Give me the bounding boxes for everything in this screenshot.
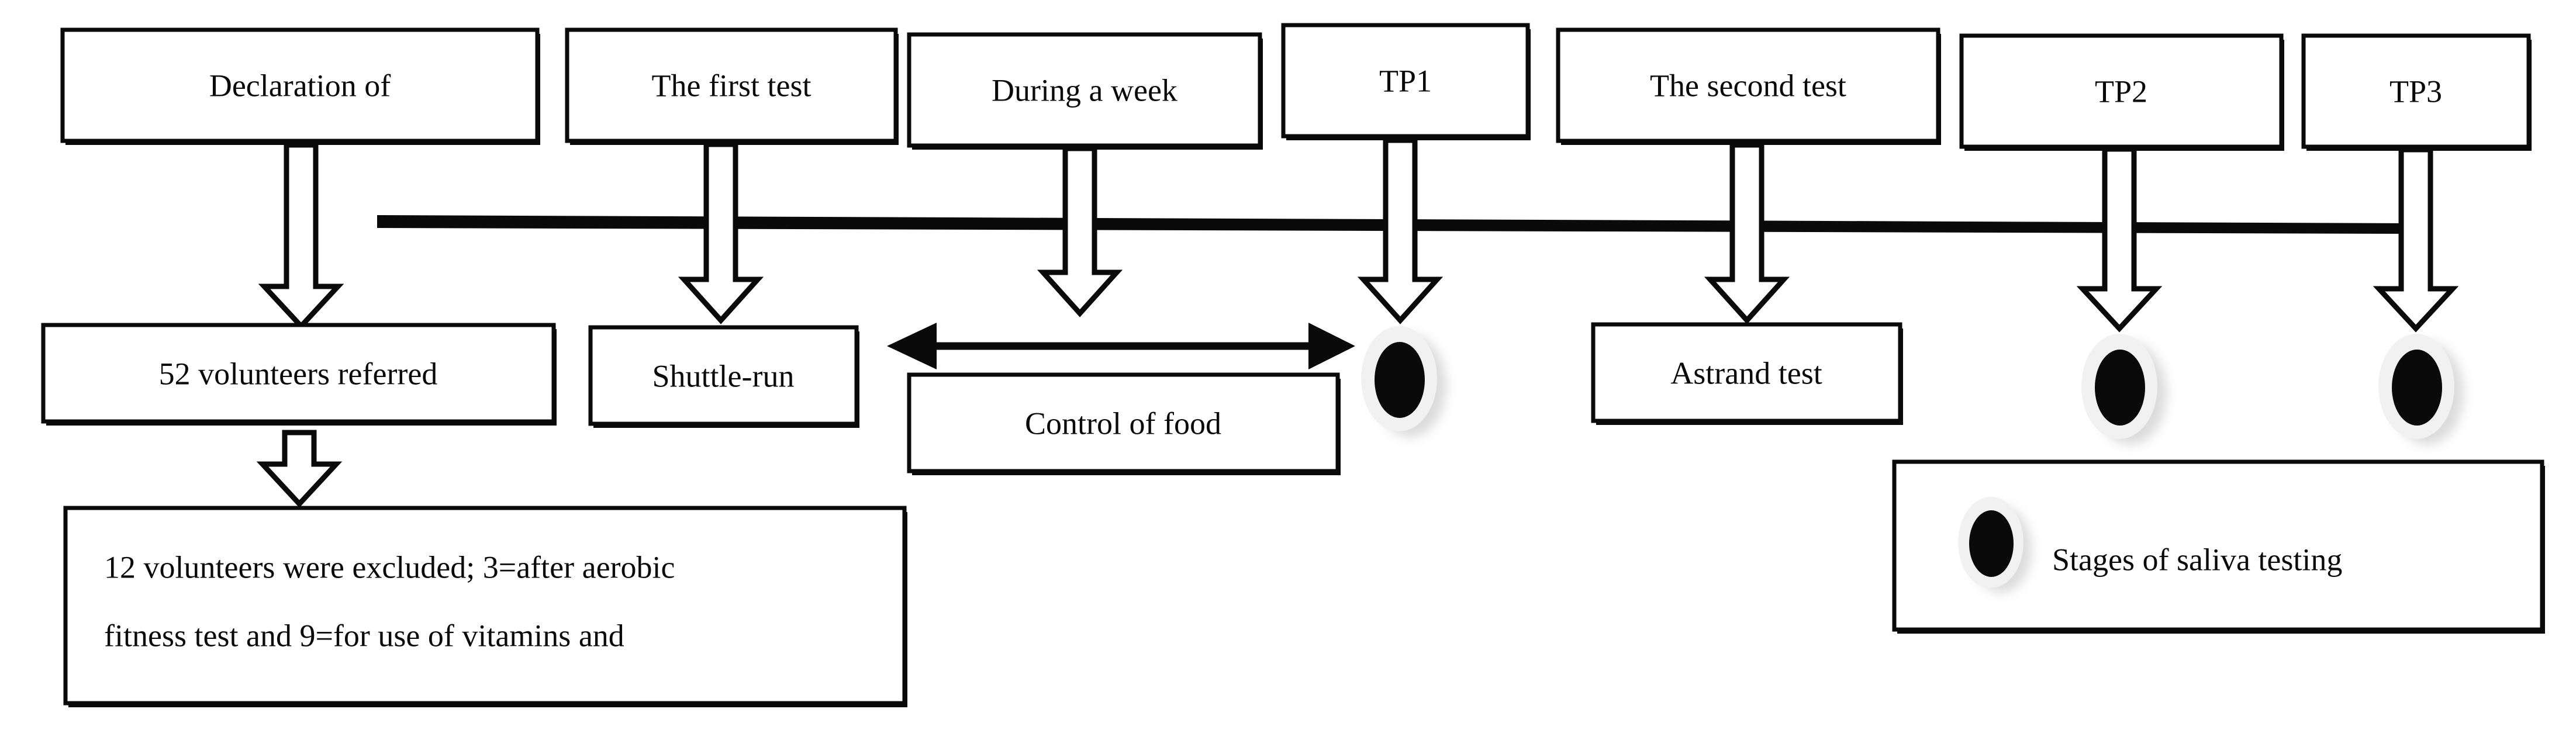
saliva-legend-label: Stages of saliva testing (2052, 542, 2342, 577)
outcome-box-shuttle-run[interactable]: Shuttle-run (588, 325, 859, 428)
outcome-label-volunteers-referred: 52 volunteers referred (159, 356, 438, 391)
milestone-box-first-test[interactable]: The first test (565, 27, 899, 145)
milestone-box-tp2[interactable]: TP2 (1959, 33, 2284, 151)
outcome-box-control-of-food[interactable]: Control of food (907, 372, 1341, 475)
block-arrow-during-week-to-span (1037, 146, 1123, 317)
saliva-sample-icon-legend (1958, 497, 2032, 593)
saliva-sample-icon-tp2 (2081, 334, 2167, 445)
milestone-label-first-test: The first test (652, 68, 812, 103)
milestone-label-during-week: During a week (992, 72, 1177, 108)
milestone-box-during-week[interactable]: During a week (907, 32, 1263, 150)
milestone-label-tp1: TP1 (1379, 63, 1432, 98)
saliva-legend-box[interactable]: Stages of saliva testing (1892, 459, 2545, 634)
milestone-box-tp3[interactable]: TP3 (2301, 33, 2532, 151)
outcome-label-shuttle-run: Shuttle-run (652, 358, 795, 393)
milestone-label-tp3: TP3 (2389, 74, 2442, 109)
block-arrow-tp1-to-saliva (1357, 137, 1444, 324)
milestone-label-second-test: The second test (1650, 68, 1846, 103)
exclusion-box-volunteers-excluded[interactable]: 12 volunteers were excluded; 3=after aer… (63, 506, 907, 707)
saliva-sample-icon-tp1 (1361, 326, 1446, 437)
outcome-box-volunteers-referred[interactable]: 52 volunteers referred (41, 323, 557, 426)
block-arrow-second-test-to-astrand (1704, 142, 1790, 324)
exclusion-text-line-2: fitness test and 9=for use of vitamins a… (104, 618, 624, 653)
block-arrow-volunteers-to-excluded (256, 430, 343, 508)
milestone-label-declaration: Declaration of (209, 68, 391, 103)
saliva-sample-icon-tp3 (2378, 334, 2464, 445)
outcome-label-control-of-food: Control of food (1025, 406, 1221, 441)
outcome-box-astrand-test[interactable]: Astrand test (1591, 322, 1903, 425)
block-arrow-tp3-to-saliva (2373, 147, 2459, 333)
block-arrow-declaration-to-volunteers (258, 142, 344, 330)
outcome-label-astrand-test: Astrand test (1670, 355, 1822, 390)
block-arrow-tp2-to-saliva (2076, 146, 2163, 333)
block-arrow-first-test-to-shuttle-run (678, 141, 764, 324)
milestone-box-declaration[interactable]: Declaration of (60, 27, 540, 145)
milestone-label-tp2: TP2 (2095, 74, 2147, 109)
during-week-span-arrow (887, 323, 1355, 369)
milestone-box-tp1[interactable]: TP1 (1281, 23, 1531, 140)
exclusion-text-line-1: 12 volunteers were excluded; 3=after aer… (104, 549, 675, 585)
milestone-box-second-test[interactable]: The second test (1556, 27, 1941, 145)
